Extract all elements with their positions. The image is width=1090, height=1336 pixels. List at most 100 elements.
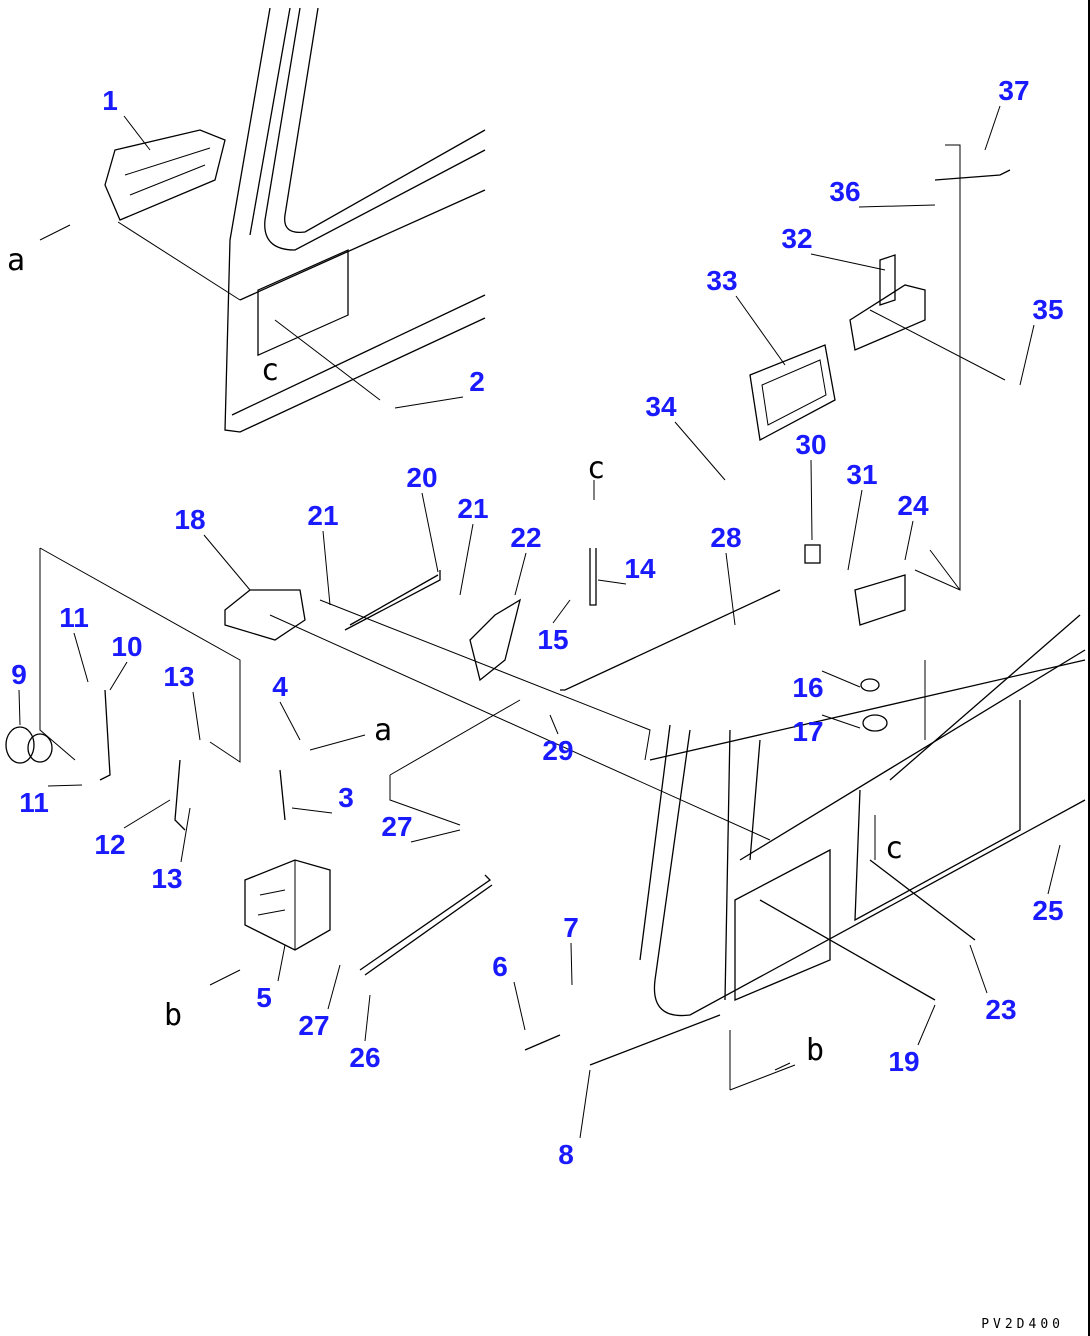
leader-line bbox=[969, 944, 988, 994]
leader-line bbox=[725, 552, 736, 626]
leader-line bbox=[904, 520, 914, 561]
part-callout-7: 7 bbox=[563, 912, 579, 943]
part-callout-11: 11 bbox=[19, 787, 49, 818]
part-callout-23: 23 bbox=[985, 994, 1016, 1025]
part-callout-24: 24 bbox=[897, 490, 929, 521]
part-callout-2: 2 bbox=[469, 366, 485, 397]
part-callout-11: 11 bbox=[59, 602, 89, 633]
view-letter-c: c bbox=[587, 451, 605, 486]
leader-line bbox=[73, 632, 89, 683]
part-callout-1: 1 bbox=[102, 85, 118, 116]
leader-line bbox=[579, 1069, 591, 1139]
part-callout-21: 21 bbox=[457, 493, 488, 524]
part-callout-33: 33 bbox=[706, 265, 737, 296]
leader-line bbox=[984, 105, 1001, 151]
leader-line bbox=[327, 964, 341, 1010]
leader-line bbox=[810, 459, 813, 541]
part-callout-34: 34 bbox=[645, 391, 677, 422]
view-letter-a: a bbox=[7, 243, 25, 278]
part-callout-13: 13 bbox=[163, 661, 194, 692]
part-callout-15: 15 bbox=[537, 624, 568, 655]
leader-line bbox=[847, 489, 863, 571]
leader-line bbox=[277, 944, 286, 982]
part-callout-22: 22 bbox=[510, 522, 541, 553]
leader-line bbox=[421, 492, 439, 573]
leader-line bbox=[123, 799, 171, 829]
part-callout-17: 17 bbox=[792, 716, 823, 747]
leader-line bbox=[394, 396, 464, 409]
part-callout-19: 19 bbox=[888, 1046, 919, 1077]
door-handle-1 bbox=[104, 129, 226, 221]
part-callout-27: 27 bbox=[298, 1010, 329, 1041]
leader-line bbox=[47, 784, 83, 787]
view-letter-b: b bbox=[806, 1033, 824, 1068]
part-callout-13: 13 bbox=[151, 863, 182, 894]
part-callout-16: 16 bbox=[792, 672, 823, 703]
leader-line bbox=[1047, 844, 1061, 895]
part-callout-29: 29 bbox=[542, 735, 573, 766]
part-callout-18: 18 bbox=[174, 504, 205, 535]
rods-and-links bbox=[5, 169, 1011, 1066]
part-callout-3: 3 bbox=[338, 782, 354, 813]
leader-line bbox=[821, 670, 861, 688]
leader-line bbox=[291, 807, 333, 814]
reference-lines bbox=[39, 144, 1006, 1091]
leader-line bbox=[410, 829, 461, 843]
leader-line bbox=[18, 689, 21, 726]
leader-line bbox=[552, 599, 571, 624]
leader-line bbox=[597, 579, 627, 585]
leader-line bbox=[858, 204, 936, 208]
part-callout-8: 8 bbox=[558, 1139, 574, 1170]
leader-line bbox=[459, 523, 474, 596]
view-letter-c: c bbox=[885, 831, 903, 866]
part-callout-36: 36 bbox=[829, 176, 860, 207]
leader-line bbox=[513, 981, 526, 1031]
leader-line bbox=[123, 115, 151, 151]
lower-door-frame bbox=[639, 614, 1086, 1017]
leader-line bbox=[917, 1004, 936, 1046]
part-callout-32: 32 bbox=[781, 223, 812, 254]
part-callout-26: 26 bbox=[349, 1042, 380, 1073]
leader-line bbox=[279, 701, 301, 741]
leader-line bbox=[549, 714, 559, 735]
part-callout-25: 25 bbox=[1032, 895, 1063, 926]
part-callout-28: 28 bbox=[710, 522, 741, 553]
view-letter-c: c bbox=[261, 353, 279, 388]
leader-line bbox=[364, 994, 371, 1042]
leader-line bbox=[674, 421, 726, 481]
drawing-code: PV2D400 bbox=[981, 1317, 1064, 1332]
leader-line bbox=[821, 714, 861, 729]
part-callout-31: 31 bbox=[846, 459, 877, 490]
part-callout-5: 5 bbox=[256, 982, 272, 1013]
leader-line bbox=[203, 534, 251, 591]
leader-line bbox=[109, 661, 128, 691]
part-callout-14: 14 bbox=[624, 553, 656, 584]
part-callout-9: 9 bbox=[11, 659, 27, 690]
part-callout-21: 21 bbox=[307, 500, 338, 531]
leader-line bbox=[570, 942, 573, 986]
handle-33 bbox=[749, 344, 836, 442]
leader-line bbox=[810, 253, 886, 271]
view-letters: a a c c c b b bbox=[7, 243, 903, 1068]
upper-door-frame bbox=[224, 7, 486, 433]
view-letter-a: a bbox=[374, 713, 392, 748]
part-callout-12: 12 bbox=[94, 829, 125, 860]
part-callout-35: 35 bbox=[1032, 294, 1063, 325]
part-callout-37: 37 bbox=[998, 75, 1029, 106]
leader-line bbox=[1019, 324, 1035, 386]
part-callout-20: 20 bbox=[406, 462, 437, 493]
leader-line bbox=[192, 691, 201, 741]
part-callout-30: 30 bbox=[795, 429, 826, 460]
leader-line bbox=[735, 295, 786, 366]
view-letter-b: b bbox=[164, 998, 182, 1033]
part-callout-10: 10 bbox=[111, 631, 142, 662]
leader-line bbox=[514, 552, 527, 596]
part-callout-4: 4 bbox=[272, 671, 288, 702]
leader-line bbox=[322, 530, 331, 606]
bracket-32 bbox=[849, 254, 926, 351]
part-callout-27: 27 bbox=[381, 811, 412, 842]
part-callout-6: 6 bbox=[492, 951, 508, 982]
